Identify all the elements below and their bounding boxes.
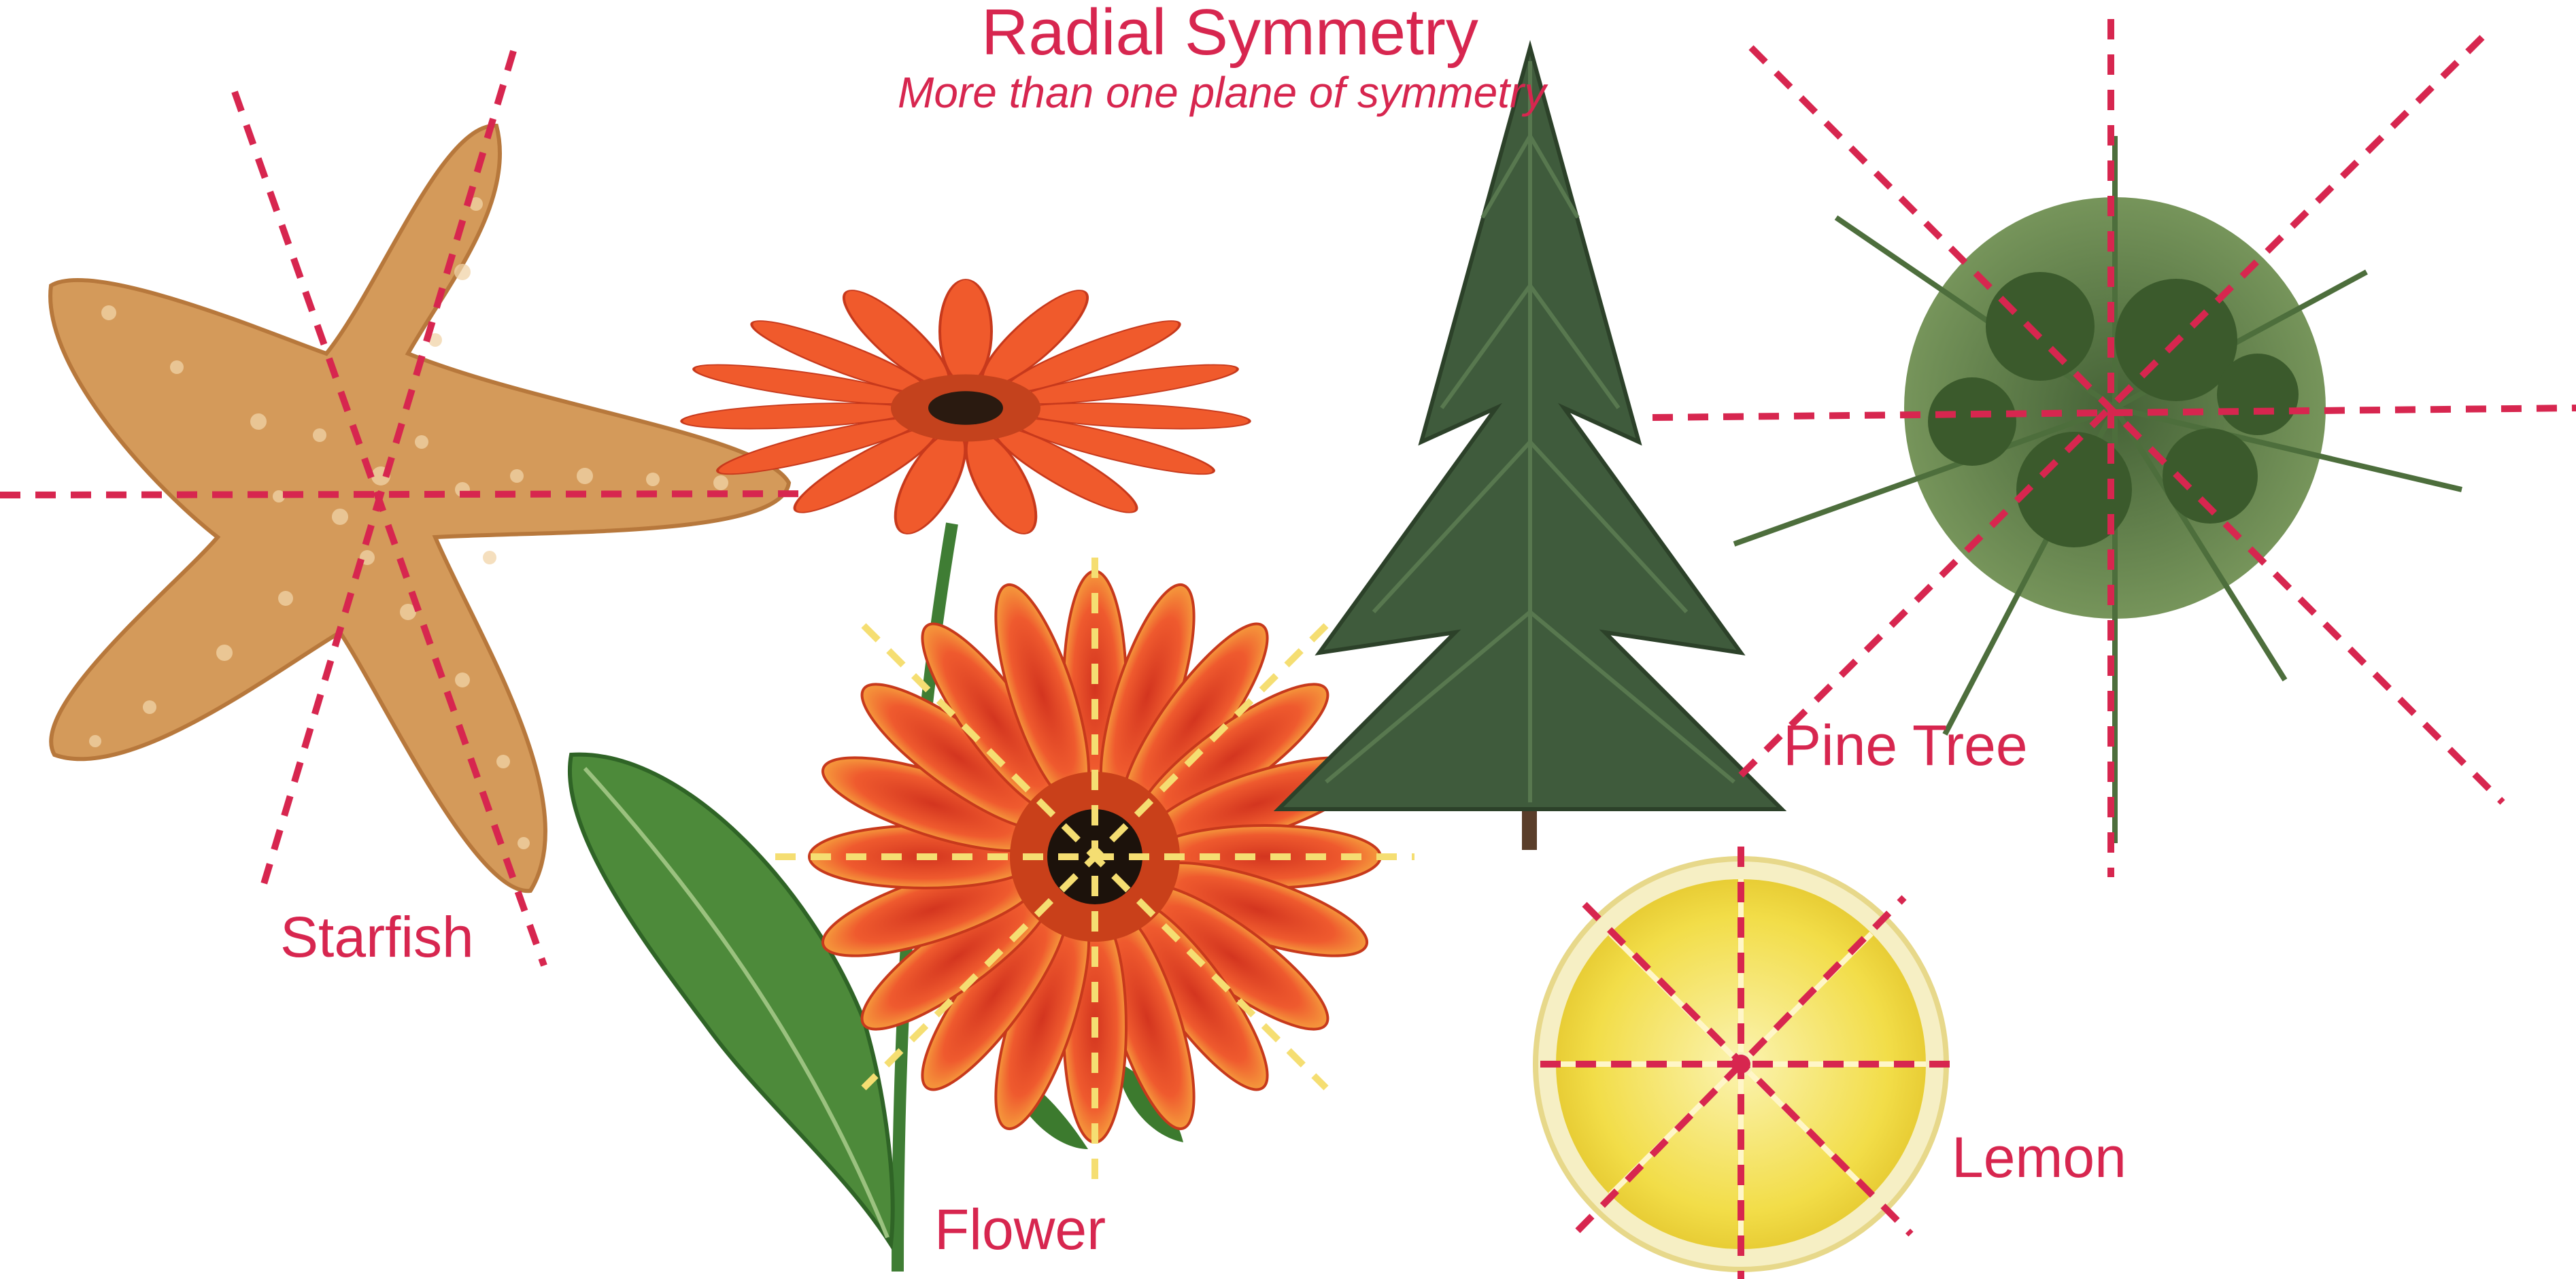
starfish-texture	[89, 197, 728, 849]
flower-symmetry-lines	[775, 558, 1414, 1183]
starfish-label: Starfish	[280, 905, 474, 969]
flower-front-bloom	[775, 558, 1414, 1183]
starfish-symmetry-lines	[0, 50, 837, 967]
pine-tree-top-illustration	[1652, 19, 2576, 877]
flower-label: Flower	[934, 1197, 1106, 1261]
lemon-illustration	[1533, 847, 1959, 1279]
flower-leaf	[568, 752, 895, 1250]
flower-illustration	[568, 279, 1414, 1272]
pine-tree-side-illustration	[1273, 39, 1787, 850]
lemon-label: Lemon	[1952, 1125, 2126, 1189]
diagram-title: Radial Symmetry	[981, 0, 1478, 69]
pine-tree-label: Pine Tree	[1783, 713, 2028, 777]
starfish-body	[48, 123, 792, 893]
diagram-subtitle: More than one plane of symmetry	[898, 68, 1546, 117]
pine-tree-symmetry-lines	[1652, 19, 2576, 877]
starfish-illustration	[0, 50, 837, 967]
flower-top-bloom	[680, 279, 1251, 534]
